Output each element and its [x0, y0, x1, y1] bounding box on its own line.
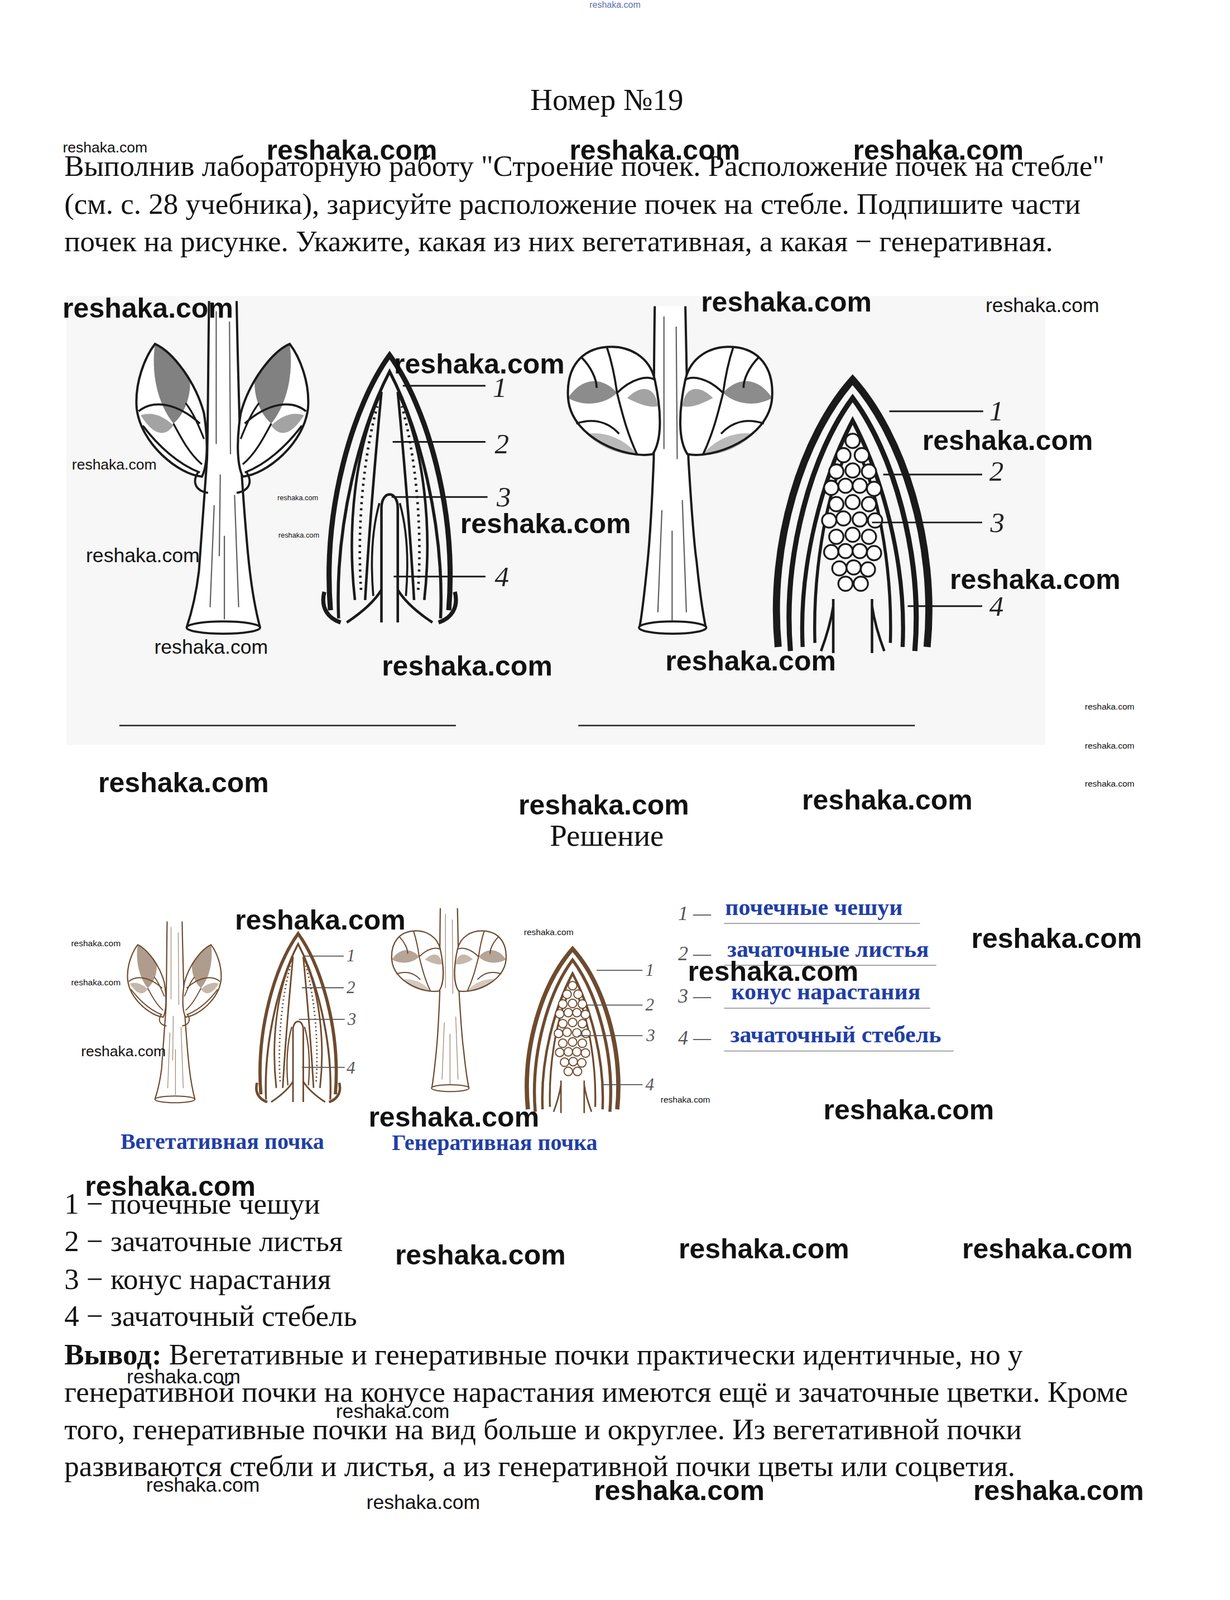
- watermark: reshaka.com: [1084, 740, 1135, 751]
- watermark: reshaka.com: [660, 1094, 711, 1105]
- watermark: reshaka.com: [394, 348, 565, 380]
- callout-number: 2: [346, 977, 356, 997]
- callout-number: 4: [989, 590, 1004, 622]
- watermark: reshaka.com: [62, 139, 148, 156]
- watermark: reshaka.com: [687, 955, 859, 987]
- callout-number: 1: [346, 945, 356, 965]
- callout-number: 4: [346, 1058, 356, 1078]
- watermark: reshaka.com: [277, 493, 319, 502]
- legend-number: 3 —: [678, 985, 711, 1008]
- watermark: reshaka.com: [1084, 778, 1135, 789]
- watermark: reshaka.com: [569, 134, 741, 166]
- callout-number: 2: [989, 455, 1004, 487]
- watermark: reshaka.com: [852, 134, 1024, 166]
- watermark: reshaka.com: [1084, 702, 1135, 712]
- callout-number: 1: [645, 960, 655, 980]
- answer-line: 3 − конус нарастания: [64, 1260, 331, 1299]
- vegetative-shoot: [127, 920, 222, 1103]
- callout-number: 2: [645, 995, 655, 1015]
- watermark: reshaka.com: [62, 292, 234, 324]
- figure-ground: [66, 295, 1046, 745]
- figure-caption: Генеративная почка: [391, 1130, 598, 1155]
- watermark: reshaka.com: [98, 766, 269, 798]
- part-name: зачаточный стебель: [730, 1021, 942, 1047]
- watermark: reshaka.com: [84, 1170, 256, 1202]
- watermark: reshaka.com: [70, 977, 121, 987]
- watermark: reshaka.com: [381, 650, 553, 682]
- vegetative-section: [323, 354, 456, 623]
- watermark: reshaka.com: [266, 134, 438, 166]
- watermark: reshaka.com: [154, 636, 268, 659]
- watermark: reshaka.com: [80, 1043, 166, 1060]
- watermark: reshaka.com: [85, 544, 200, 567]
- watermark: reshaka.com: [518, 789, 690, 820]
- generative-shoot: [391, 907, 507, 1092]
- watermark: reshaka.com: [234, 904, 406, 936]
- watermark: reshaka.com: [922, 425, 1094, 456]
- callout-number: 2: [494, 428, 509, 460]
- watermark: reshaka.com: [278, 531, 320, 540]
- watermark: reshaka.com: [665, 645, 836, 677]
- watermark: reshaka.com: [949, 564, 1121, 595]
- callout-number: 3: [646, 1025, 656, 1045]
- answer-line: 2 − зачаточные листья: [64, 1222, 343, 1261]
- generative-shoot: [568, 305, 773, 634]
- leader-lines: [391, 385, 984, 607]
- watermark: reshaka.com: [70, 938, 121, 949]
- watermark: reshaka.com: [700, 286, 872, 317]
- watermark: reshaka.com: [962, 1232, 1133, 1264]
- callout-number: 3: [347, 1009, 357, 1029]
- page-title: Номер №19: [530, 81, 684, 119]
- watermark: reshaka.com: [678, 1232, 850, 1264]
- leader-lines: [298, 955, 643, 1085]
- generative-section: [526, 948, 619, 1113]
- legend-number: 1 —: [678, 902, 711, 926]
- watermark: reshaka.com: [368, 1101, 540, 1133]
- watermark: reshaka.com: [823, 1094, 994, 1126]
- section-heading: Решение: [549, 817, 664, 854]
- generative-section: [776, 379, 929, 653]
- watermark: reshaka.com: [524, 927, 574, 938]
- callout-number: 4: [645, 1074, 655, 1094]
- legend-number: 4 —: [678, 1027, 711, 1050]
- vegetative-shoot: [136, 300, 309, 634]
- legend-underlines: [724, 923, 954, 1051]
- vegetative-section: [256, 933, 340, 1102]
- figure-caption: Вегетативная почка: [120, 1128, 325, 1154]
- answer-lines: [119, 724, 915, 727]
- callout-number: 4: [494, 560, 509, 593]
- callout-number: 3: [990, 506, 1006, 538]
- conclusion-label: Вывод:: [64, 1337, 162, 1371]
- watermark: reshaka.com: [395, 1238, 566, 1270]
- watermark: reshaka.com: [971, 923, 1142, 954]
- answer-line: 4 − зачаточный стебель: [64, 1296, 358, 1335]
- watermark: reshaka.com: [366, 1491, 481, 1513]
- conclusion-text: Вегетативные и генеративные почки практи…: [64, 1337, 1128, 1482]
- part-name: почечные чешуи: [724, 894, 903, 920]
- watermark: reshaka.com: [460, 507, 632, 539]
- conclusion-paragraph: Вывод:Вегетативные и генеративные почки …: [64, 1335, 1156, 1485]
- callout-number: 1: [989, 395, 1004, 427]
- watermark: reshaka.com: [985, 295, 1100, 317]
- watermark: reshaka.com: [71, 457, 157, 474]
- watermark: reshaka.com: [801, 784, 973, 815]
- watermark: reshaka.com: [589, 0, 641, 11]
